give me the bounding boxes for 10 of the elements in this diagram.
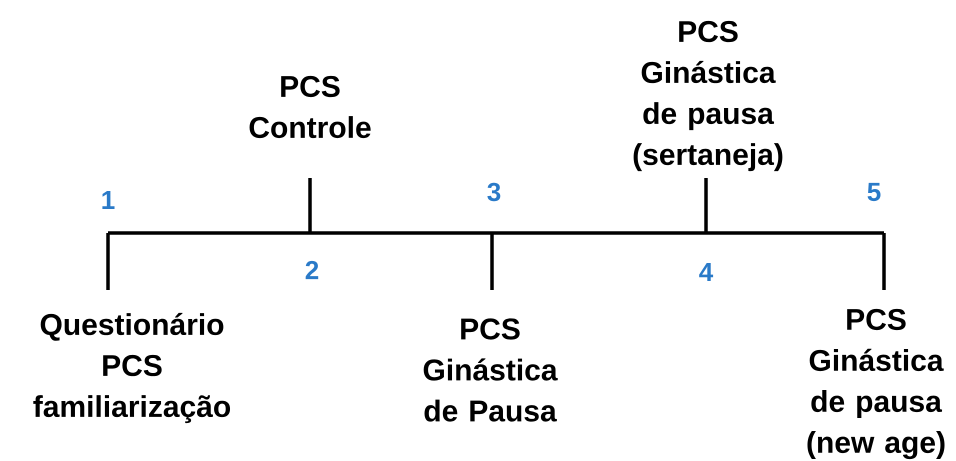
step-number: 4 (699, 263, 714, 281)
step-number: 2 (306, 260, 318, 280)
event-label: PCS Ginástica de Pausa (424, 318, 558, 422)
event-label: PCS Ginástica de pausa (new age) (808, 308, 945, 460)
step-number: 5 (868, 182, 881, 202)
event-label: PCS Ginástica de pausa (sertaneja) (634, 20, 782, 172)
event-label: PCS Controle (250, 76, 371, 138)
step-number: 1 (102, 191, 114, 209)
step-number: 3 (487, 182, 500, 202)
event-label: Questionário PCS familiarização (33, 312, 230, 424)
